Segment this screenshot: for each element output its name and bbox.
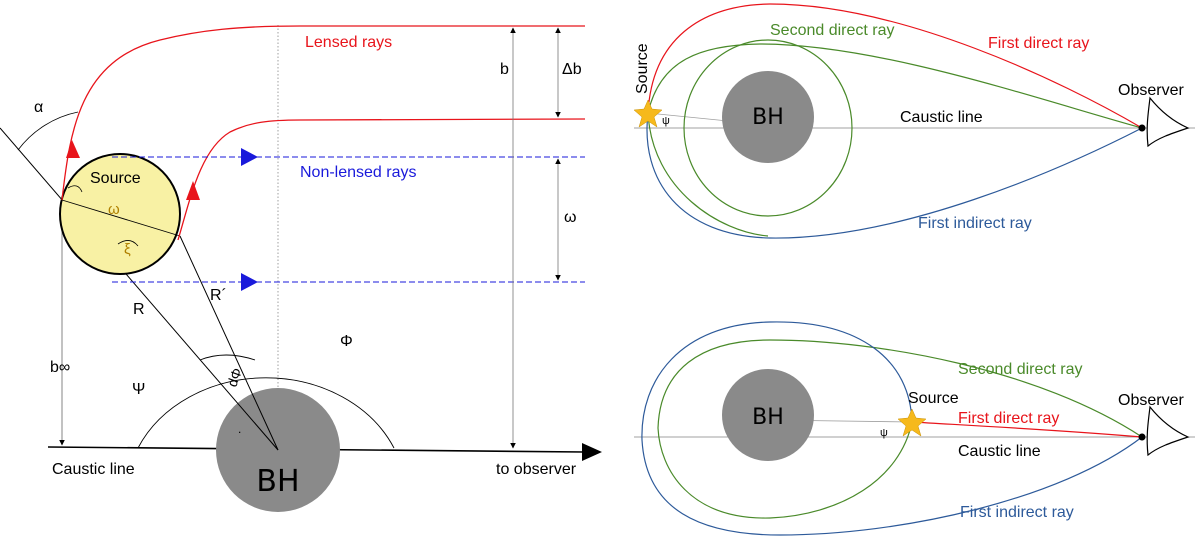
source-label-top: Source xyxy=(634,43,651,94)
alpha-arc xyxy=(17,111,79,151)
phi-arc xyxy=(137,377,395,449)
lensed-arrow-1 xyxy=(66,140,80,158)
lensed-arrow-2 xyxy=(186,181,200,200)
second-direct-ray-bottom xyxy=(657,339,1143,519)
alpha-label: α xyxy=(34,99,43,116)
R-prime-label: R´ xyxy=(210,287,227,304)
lensed-ray-outer xyxy=(61,25,585,201)
second-direct-inner-top xyxy=(647,112,769,237)
caustic-label: Caustic line xyxy=(52,461,135,478)
caustic-label-top: Caustic line xyxy=(900,109,983,126)
caustic-label-bottom: Caustic line xyxy=(958,443,1041,460)
xi-arc xyxy=(117,240,139,247)
nonlensed-label: Non-lensed rays xyxy=(300,164,417,181)
dphi-arc xyxy=(199,354,256,361)
R-line xyxy=(0,127,279,451)
bh-label-bottom: BH xyxy=(752,405,784,430)
observer-eye-top xyxy=(1138,96,1190,148)
observer-label-bottom: Observer xyxy=(1118,392,1184,409)
bh-label: BH xyxy=(256,464,299,499)
nonlensed-arrow-top xyxy=(241,148,258,166)
omega-gap-label: ω xyxy=(564,209,577,226)
eye-pupil-bottom xyxy=(1138,433,1146,441)
eye-outline-bottom xyxy=(1146,405,1190,457)
xi-label: ξ xyxy=(124,241,131,258)
first-direct-ray-top xyxy=(647,3,1143,129)
b-inf-label: b∞ xyxy=(50,359,70,376)
observer-eye-bottom xyxy=(1138,405,1190,457)
omega-inner-label: ω xyxy=(108,201,120,218)
second-direct-ray-top xyxy=(647,43,1143,129)
right-bottom-panel: BH Source ψ Second direct ray First dire… xyxy=(634,321,1195,536)
source-star-top xyxy=(633,99,663,128)
lensed-ray-inner xyxy=(177,118,586,241)
b-label: b xyxy=(500,61,509,78)
R-label: R xyxy=(133,301,145,318)
omega-radius xyxy=(61,199,181,237)
first-direct-label-bottom: First direct ray xyxy=(958,410,1059,427)
R-prime-line xyxy=(179,235,279,451)
psi-label-top: ψ xyxy=(662,115,670,127)
eye-pupil-top xyxy=(1138,124,1146,132)
psi-label-bottom: ψ xyxy=(880,427,888,439)
phi-label: Φ xyxy=(340,333,353,350)
lensed-label: Lensed rays xyxy=(305,34,392,51)
first-indirect-label-bottom: First indirect ray xyxy=(960,504,1074,521)
bh-label-top: BH xyxy=(752,105,784,130)
alpha-arc-small xyxy=(67,185,83,193)
eye-outline-top xyxy=(1146,96,1190,148)
first-direct-ray-bottom xyxy=(911,421,1143,438)
black-hole-bottom xyxy=(722,369,814,461)
nonlensed-arrow-bottom xyxy=(241,273,258,291)
second-direct-label-top: Second direct ray xyxy=(770,22,895,39)
first-indirect-ray-bottom xyxy=(641,321,1143,536)
bh-dot: . xyxy=(238,422,241,436)
dphi-label: dΦ xyxy=(224,366,246,389)
axis-arrowhead xyxy=(582,443,602,461)
left-panel: BH . Lensed ra xyxy=(0,25,602,512)
psi-label: Ψ xyxy=(132,381,145,398)
second-direct-loop-top xyxy=(683,39,853,217)
observer-label-top: Observer xyxy=(1118,82,1184,99)
first-indirect-ray-top xyxy=(646,112,1143,239)
source-label: Source xyxy=(90,170,141,187)
source-label-bottom: Source xyxy=(908,390,959,407)
first-direct-label-top: First direct ray xyxy=(988,35,1089,52)
black-hole-top xyxy=(722,71,814,163)
right-top-panel: BH Source ψ Second direct ray First dire… xyxy=(633,3,1195,239)
source-circle xyxy=(59,153,181,275)
to-observer-label: to observer xyxy=(496,461,577,478)
second-direct-label-bottom: Second direct ray xyxy=(958,361,1083,378)
source-star-bottom xyxy=(897,408,927,437)
first-indirect-label-top: First indirect ray xyxy=(918,215,1032,232)
delta-b-label: Δb xyxy=(562,61,582,78)
